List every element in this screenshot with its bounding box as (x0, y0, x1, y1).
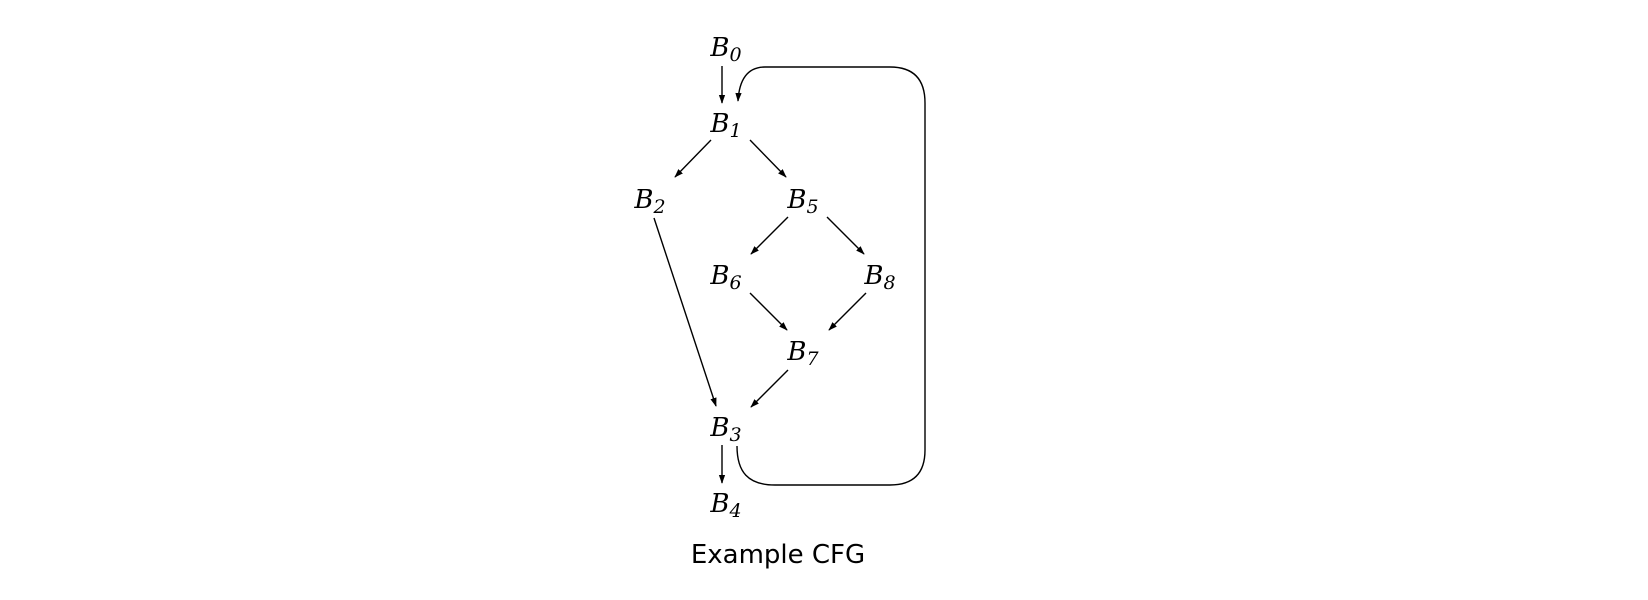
node-base-letter: B (709, 413, 729, 443)
edge-b8-b7 (828, 292, 867, 331)
node-subscript: 6 (730, 272, 742, 294)
node-base-letter: B (709, 33, 729, 63)
node-base-letter: B (786, 185, 806, 215)
node-subscript: 2 (653, 196, 666, 218)
node-subscript: 7 (807, 348, 820, 370)
node-b1: B1 (709, 109, 741, 142)
edge-b2-b3 (653, 217, 717, 407)
node-b7: B7 (786, 337, 819, 370)
node-base-letter: B (786, 337, 806, 367)
edge-b1-b2 (674, 139, 712, 178)
edges-layer (653, 66, 926, 486)
node-b0: B0 (709, 33, 741, 66)
node-subscript: 8 (884, 272, 896, 294)
node-base-letter: B (709, 109, 729, 139)
node-b6: B6 (709, 261, 741, 294)
node-base-letter: B (709, 261, 729, 291)
edge-b5-b6 (750, 216, 789, 255)
node-b8: B8 (863, 261, 895, 294)
node-subscript: 0 (730, 44, 742, 66)
node-subscript: 4 (729, 500, 742, 522)
node-b4: B4 (709, 489, 741, 522)
node-subscript: 1 (730, 120, 742, 142)
edge-b7-b3 (750, 369, 789, 408)
edge-b1-b5 (749, 139, 787, 178)
node-base-letter: B (709, 489, 729, 519)
node-b2: B2 (633, 185, 665, 218)
node-base-letter: B (863, 261, 883, 291)
edge-b5-b8 (826, 216, 865, 255)
node-b5: B5 (786, 185, 818, 218)
node-base-letter: B (633, 185, 653, 215)
edge-b3-b1 (735, 66, 926, 486)
edge-b6-b7 (749, 292, 788, 331)
node-subscript: 3 (730, 424, 742, 446)
node-b3: B3 (709, 413, 741, 446)
diagram-caption: Example CFG (691, 540, 865, 570)
node-subscript: 5 (807, 196, 819, 218)
